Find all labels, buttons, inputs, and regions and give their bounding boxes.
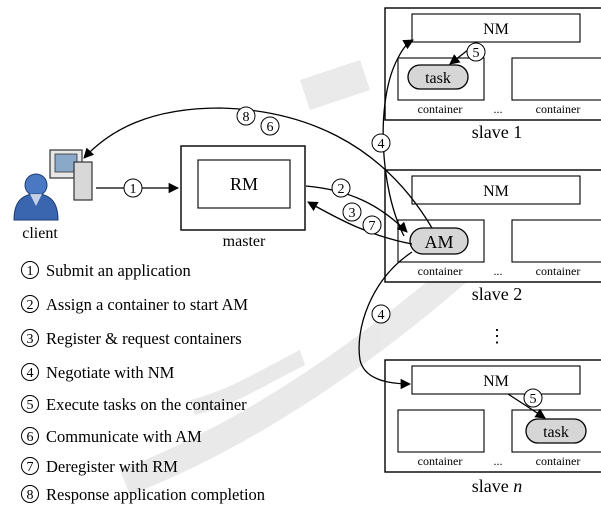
step-marker-6: 6 xyxy=(260,116,280,136)
person-head-icon xyxy=(24,173,48,197)
svg-text:2: 2 xyxy=(27,298,34,313)
slave-n-ellipsis: ... xyxy=(494,454,503,468)
legend-text-5: Execute tasks on the container xyxy=(46,395,247,414)
slave-n-nm-box xyxy=(411,365,581,395)
slave-2-nm-label: NM xyxy=(483,183,509,200)
svg-text:7: 7 xyxy=(369,219,376,234)
step-marker-2: 2 xyxy=(331,178,351,198)
step-marker-4-down: 4 xyxy=(371,304,391,324)
step-marker-1: 1 xyxy=(123,178,143,198)
legend-text-7: Deregister with RM xyxy=(46,457,178,476)
slave-n-caption: slave n xyxy=(472,476,522,496)
svg-text:6: 6 xyxy=(267,120,274,135)
slave-2-caption: slave 2 xyxy=(472,284,522,304)
legend-text-4: Negotiate with NM xyxy=(46,363,175,382)
step-marker-3: 3 xyxy=(342,202,362,222)
legend-item-2: 2 Assign a container to start AM xyxy=(21,295,248,314)
slave-n-caption-n: n xyxy=(513,476,522,496)
slave-2-container-right-label: container xyxy=(536,264,581,278)
svg-text:1: 1 xyxy=(130,182,137,197)
legend-text-3: Register & request containers xyxy=(46,329,242,348)
svg-text:2: 2 xyxy=(338,182,345,197)
svg-text:4: 4 xyxy=(27,366,34,381)
legend-item-3: 3 Register & request containers xyxy=(21,329,242,348)
legend-item-4: 4 Negotiate with NM xyxy=(21,363,175,382)
slave-n-container-left xyxy=(397,409,485,453)
svg-text:5: 5 xyxy=(473,46,480,61)
rm-box xyxy=(197,159,291,209)
slave-n-container-right-label: container xyxy=(536,454,581,468)
legend-item-7: 7 Deregister with RM xyxy=(21,457,178,476)
pc-tower-icon xyxy=(73,161,93,201)
slave-2-container-right xyxy=(511,219,601,263)
watermark xyxy=(120,60,540,495)
step-marker-5-slave-n: 5 xyxy=(523,388,543,408)
slave-2-node: NM AM container ... container slave 2 xyxy=(384,169,601,304)
svg-text:5: 5 xyxy=(27,398,34,413)
svg-text:3: 3 xyxy=(27,332,34,347)
slave-1-container-right xyxy=(511,57,601,101)
slave-n-task-pill xyxy=(525,418,587,444)
legend-item-5: 5 Execute tasks on the container xyxy=(21,395,247,414)
arrow-step-8-6 xyxy=(83,107,433,229)
slave-n-container-left-label: container xyxy=(418,454,463,468)
slave-1-nm-box xyxy=(411,13,581,43)
legend-item-1: 1 Submit an application xyxy=(21,261,191,280)
slave-1-task-pill xyxy=(407,64,469,90)
slave-2-am-pill xyxy=(409,227,469,255)
person-collar-icon xyxy=(30,194,42,206)
legend-text-8: Response application completion xyxy=(46,485,265,504)
svg-text:7: 7 xyxy=(27,460,34,475)
legend-text-1: Submit an application xyxy=(46,261,191,280)
arrow-step-3-7 xyxy=(307,201,413,245)
slave-n-task-label: task xyxy=(543,424,569,441)
vertical-ellipsis: ⋮ xyxy=(488,326,506,346)
legend-text-2: Assign a container to start AM xyxy=(46,295,248,314)
svg-text:5: 5 xyxy=(530,392,537,407)
svg-text:1: 1 xyxy=(27,264,34,279)
slave-1-nm-label: NM xyxy=(483,21,509,38)
slave-n-nm-label: NM xyxy=(483,373,509,390)
client-icon: client xyxy=(13,149,93,242)
step-marker-8: 8 xyxy=(236,106,256,126)
arrow-step-4-up xyxy=(382,39,414,237)
step-markers: 1 2 3 7 8 6 4 4 5 5 xyxy=(123,42,543,408)
svg-text:4: 4 xyxy=(378,308,385,323)
step-marker-7: 7 xyxy=(362,215,382,235)
slave-2-container-left-label: container xyxy=(418,264,463,278)
master-caption: master xyxy=(223,233,266,250)
step-marker-4-up: 4 xyxy=(371,133,391,153)
slave-1-ellipsis: ... xyxy=(494,102,503,116)
client-caption: client xyxy=(22,225,58,242)
slave-2-nm-box xyxy=(411,175,581,205)
legend-item-8: 8 Response application completion xyxy=(21,485,265,504)
legend: 1 Submit an application 2 Assign a conta… xyxy=(21,261,265,504)
legend-text-6: Communicate with AM xyxy=(46,427,202,446)
slave-n-caption-prefix: slave xyxy=(472,476,513,496)
slave-n-node: NM task container ... container slave n xyxy=(384,359,601,496)
slave-1-container-right-label: container xyxy=(536,102,581,116)
arrow-step-5-slave-n xyxy=(507,393,546,419)
master-node: RM master xyxy=(180,145,306,250)
slave-1-caption: slave 1 xyxy=(472,122,522,142)
svg-text:8: 8 xyxy=(243,110,250,125)
step-marker-5-slave-1: 5 xyxy=(466,42,486,62)
slave-2-ellipsis: ... xyxy=(494,264,503,278)
svg-text:4: 4 xyxy=(378,137,385,152)
svg-text:6: 6 xyxy=(27,430,34,445)
legend-item-6: 6 Communicate with AM xyxy=(21,427,202,446)
slave-1-task-label: task xyxy=(425,70,451,87)
slave-1-container-left-label: container xyxy=(418,102,463,116)
svg-text:3: 3 xyxy=(349,206,356,221)
rm-label: RM xyxy=(230,174,258,194)
slave-1-node: NM task container ... container slave 1 xyxy=(384,7,601,142)
slave-2-am-label: AM xyxy=(424,232,453,252)
arrow-step-4-down xyxy=(358,251,413,390)
svg-text:8: 8 xyxy=(27,488,34,503)
